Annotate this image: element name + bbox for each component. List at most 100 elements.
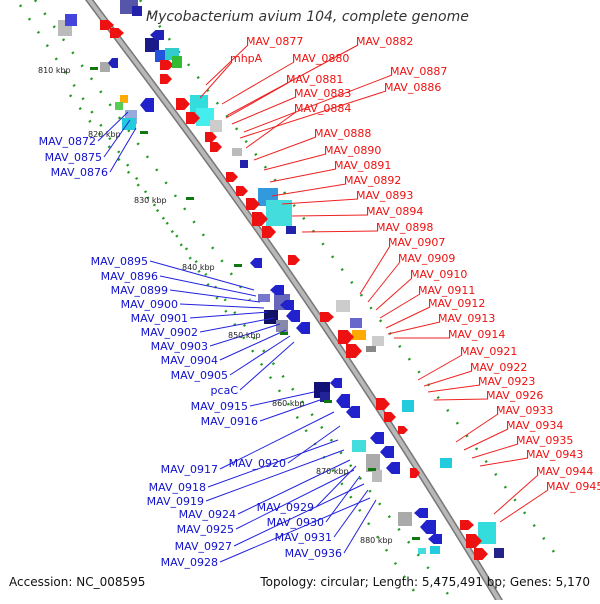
gene-label-forward: MAV_0887 <box>390 65 447 78</box>
gene-label-forward: MAV_0894 <box>366 205 423 218</box>
leader-line <box>221 61 295 105</box>
gene-box <box>336 300 350 312</box>
leader-line <box>219 329 287 361</box>
forward-gene-arrow <box>288 255 300 265</box>
gene-box <box>430 546 440 554</box>
gene-label-reverse: MAV_0899 <box>111 284 168 297</box>
leader-line <box>219 497 371 563</box>
leader-line <box>333 489 369 538</box>
kbp-tick-label: 850 kbp <box>228 331 261 340</box>
leader-line <box>149 260 255 291</box>
gene-label-reverse: MAV_0918 <box>149 481 206 494</box>
kbp-tick-label: 810 kbp <box>38 66 71 75</box>
leader-line <box>239 90 387 139</box>
gene-label-forward: MAV_0943 <box>526 448 583 461</box>
forward-gene-arrow <box>236 186 248 196</box>
accession-text: Accession: NC_008595 <box>9 575 146 589</box>
forward-gene-arrow <box>252 212 268 226</box>
forward-gene-arrow <box>100 20 114 30</box>
gene-label-forward: MAV_0934 <box>506 419 563 432</box>
leader-line <box>375 277 413 311</box>
gene-box <box>210 120 222 132</box>
gene-label-forward: MAV_0890 <box>324 144 381 157</box>
leader-line <box>493 474 539 515</box>
gene-label-reverse: MAV_0930 <box>267 516 324 529</box>
kbp-tick-mark <box>412 537 420 540</box>
gene-label-forward: MAV_0892 <box>344 174 401 187</box>
reverse-gene-arrow <box>370 432 384 444</box>
forward-gene-arrow <box>338 330 354 344</box>
gene-box <box>398 512 412 526</box>
gene-box <box>366 346 376 352</box>
leader-line <box>199 317 275 333</box>
leader-line <box>471 443 519 459</box>
gene-box <box>440 458 452 468</box>
kbp-tick-mark <box>234 264 242 267</box>
gene-label-forward: MAV_0909 <box>398 252 455 265</box>
leader-line <box>159 275 257 297</box>
kbp-tick-mark <box>140 131 148 134</box>
reverse-gene-arrow <box>286 310 300 322</box>
genome-info-text: Topology: circular; Length: 5,475,491 bp… <box>260 575 590 589</box>
leader-line <box>253 136 317 161</box>
gene-box <box>264 310 278 324</box>
forward-gene-arrow <box>246 198 260 210</box>
gene-label-forward: MAV_0921 <box>460 345 517 358</box>
gene-label-reverse: MAV_0896 <box>101 270 158 283</box>
gene-label-reverse: MAV_0876 <box>51 166 108 179</box>
map-title: Mycobacterium avium 104, complete genome <box>146 9 469 25</box>
leader-line <box>229 335 291 376</box>
gene-label-reverse: MAV_0927 <box>175 540 232 553</box>
kbp-tick-label: 830 kbp <box>134 196 167 205</box>
leader-line <box>455 413 499 443</box>
leader-line <box>479 457 529 467</box>
forward-gene-arrow <box>186 112 200 124</box>
reverse-gene-arrow <box>414 508 428 518</box>
leader-line <box>209 323 281 347</box>
forward-gene-arrow <box>205 132 217 142</box>
leader-line <box>271 183 347 197</box>
gene-label-forward: mhpA <box>230 52 263 65</box>
gene-label-forward: MAV_0888 <box>314 127 371 140</box>
forward-gene-arrow <box>226 172 238 182</box>
kbp-tick-mark <box>90 67 98 70</box>
gene-label-reverse: MAV_0895 <box>91 255 148 268</box>
leader-line <box>287 425 341 464</box>
gene-box <box>402 400 414 412</box>
gene-label-reverse: MAV_0928 <box>161 556 218 569</box>
gene-label-reverse: MAV_0903 <box>151 340 208 353</box>
reverse-gene-arrow <box>386 462 400 474</box>
gene-label-forward: MAV_0907 <box>388 236 445 249</box>
gene-box <box>240 160 248 168</box>
forward-gene-arrow <box>410 468 420 478</box>
gene-label-reverse: MAV_0924 <box>179 508 236 521</box>
forward-gene-arrow <box>320 312 334 322</box>
gene-box <box>132 6 142 16</box>
leader-line <box>231 96 297 125</box>
reverse-gene-arrow <box>420 520 436 534</box>
leader-line <box>359 245 391 295</box>
forward-gene-arrow <box>376 398 390 410</box>
kbp-tick-label: 840 kbp <box>182 263 215 272</box>
leader-line <box>499 489 549 523</box>
gene-label-reverse: MAV_0904 <box>161 354 218 367</box>
gene-box <box>120 95 128 103</box>
reverse-gene-arrow <box>270 285 284 295</box>
kbp-tick-label: 870 kbp <box>316 467 349 476</box>
gene-label-forward: MAV_0933 <box>496 404 553 417</box>
leader-line <box>225 82 289 119</box>
forward-gene-arrow <box>176 98 190 110</box>
leader-line <box>417 354 463 381</box>
forward-gene-arrow <box>474 548 488 560</box>
gene-box <box>478 522 496 544</box>
kbp-tick-label: 880 kbp <box>360 536 393 545</box>
gene-label-forward: MAV_0884 <box>294 102 351 115</box>
forward-gene-arrow <box>262 226 276 238</box>
gene-box <box>232 148 242 156</box>
reverse-gene-arrow <box>250 258 262 268</box>
dotted-guide-line <box>139 0 561 561</box>
leader-line <box>103 119 131 158</box>
reverse-gene-arrow <box>428 534 442 544</box>
